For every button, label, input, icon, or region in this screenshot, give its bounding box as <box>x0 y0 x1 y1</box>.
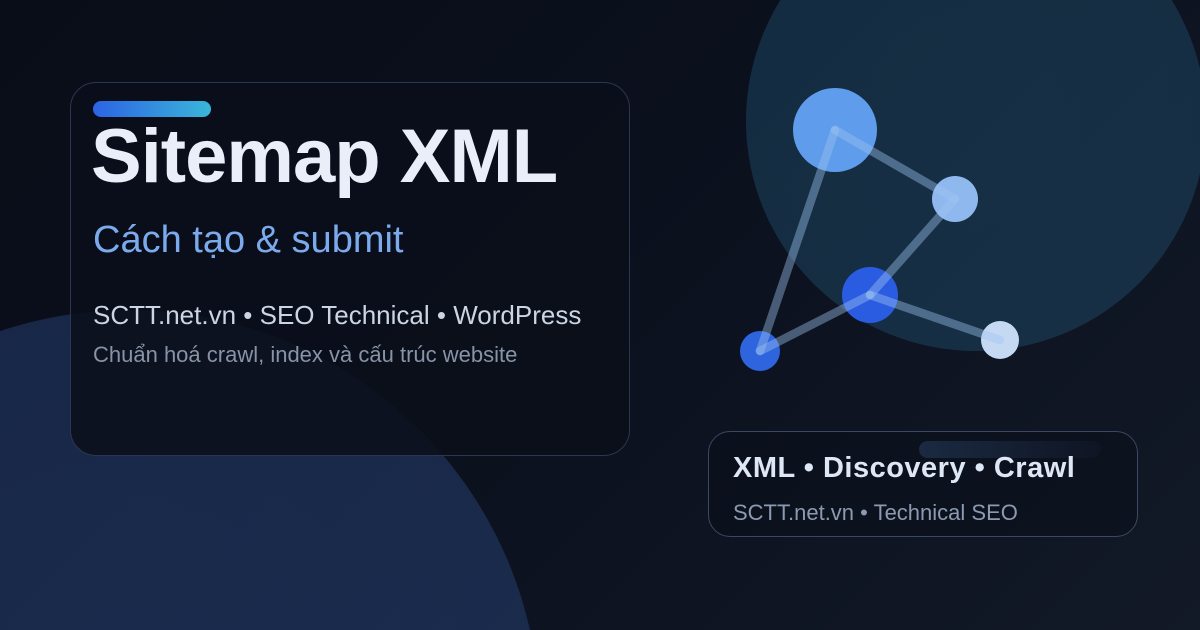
page-title: Sitemap XML <box>91 114 558 199</box>
network-node <box>842 267 898 323</box>
page-subtitle: Cách tạo & submit <box>93 219 404 261</box>
network-node <box>981 321 1019 359</box>
network-edge <box>755 125 840 356</box>
network-edge <box>830 125 960 204</box>
network-node <box>740 331 780 371</box>
network-edge <box>865 290 1005 345</box>
meta-line: SCTT.net.vn • SEO Technical • WordPress <box>93 300 582 330</box>
description-line: Chuẩn hoá crawl, index và cấu trúc websi… <box>93 342 518 367</box>
badge-title: XML • Discovery • Crawl <box>733 452 1076 484</box>
accent-bar <box>93 101 211 117</box>
badge-accent-pill <box>919 441 1101 458</box>
network-edge <box>755 290 875 356</box>
network-node <box>793 88 877 172</box>
badge-card: XML • Discovery • Crawl SCTT.net.vn • Te… <box>708 431 1138 537</box>
badge-subtitle: SCTT.net.vn • Technical SEO <box>733 500 1018 525</box>
network-edge <box>865 194 960 300</box>
network-node <box>932 176 978 222</box>
main-card: Sitemap XML Cách tạo & submit SCTT.net.v… <box>70 82 630 456</box>
